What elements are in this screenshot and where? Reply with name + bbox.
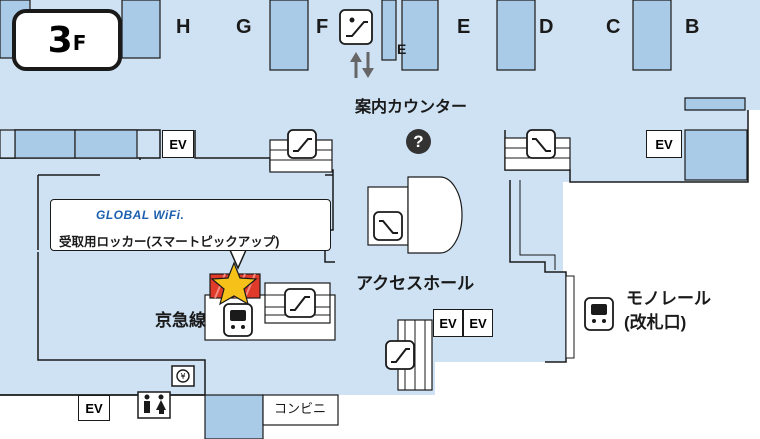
wifi-locker-callout: GLOBAL WiFi. 受取用ロッカー(スマートピックアップ)	[50, 199, 331, 251]
elevator-sign: EV	[463, 309, 493, 337]
gate-label-g: G	[236, 16, 252, 38]
star-marker-icon	[210, 261, 258, 306]
gate-label-e: E	[457, 16, 471, 38]
currency-exchange-icon: ¥	[171, 365, 195, 387]
svg-text:¥: ¥	[180, 372, 185, 381]
elevator-sign: EV	[646, 130, 682, 158]
escalator-icon	[526, 129, 556, 159]
train-icon	[223, 303, 253, 337]
keikyu-line-label: 京急線	[155, 311, 206, 330]
elevator-sign: EV	[78, 395, 110, 421]
escalator-icon	[287, 129, 317, 159]
convenience-store-label: コンビニ	[274, 401, 327, 416]
gate-label-f: F	[316, 16, 329, 38]
left-floor	[0, 160, 330, 395]
locker-description: 受取用ロッカー(スマートピックアップ)	[59, 235, 280, 249]
gate-label-h: H	[176, 16, 191, 38]
monorail-gate-label: (改札口)	[624, 313, 687, 332]
convenience-store-box	[262, 394, 339, 426]
floor-indicator: 3 F	[12, 9, 122, 71]
escalator-icon	[373, 211, 403, 241]
gate-label-b: B	[685, 16, 700, 38]
wifi-brand-name: GLOBAL WiFi.	[96, 208, 185, 222]
elevator-sign: EV	[162, 130, 194, 158]
restroom-icon	[137, 391, 171, 419]
gate-label-c: C	[606, 16, 621, 38]
up-down-arrows-icon	[350, 52, 374, 78]
floor-suffix: F	[72, 31, 87, 55]
monorail-label: モノレール	[626, 289, 711, 308]
escalator-icon	[284, 288, 316, 318]
escalator-icon	[385, 340, 415, 370]
elevator-sign: EV	[433, 309, 463, 337]
gate-label-e-lower: E	[397, 41, 407, 57]
access-hall-label: アクセスホール	[356, 274, 475, 293]
floor-number: 3	[47, 19, 73, 61]
right-corridor	[508, 180, 563, 362]
gate-label-d: D	[539, 16, 554, 38]
help-icon[interactable]: ?	[406, 129, 431, 154]
train-icon	[584, 297, 614, 331]
escalator-icon	[339, 9, 373, 45]
info-counter-label: 案内カウンター	[355, 99, 468, 116]
